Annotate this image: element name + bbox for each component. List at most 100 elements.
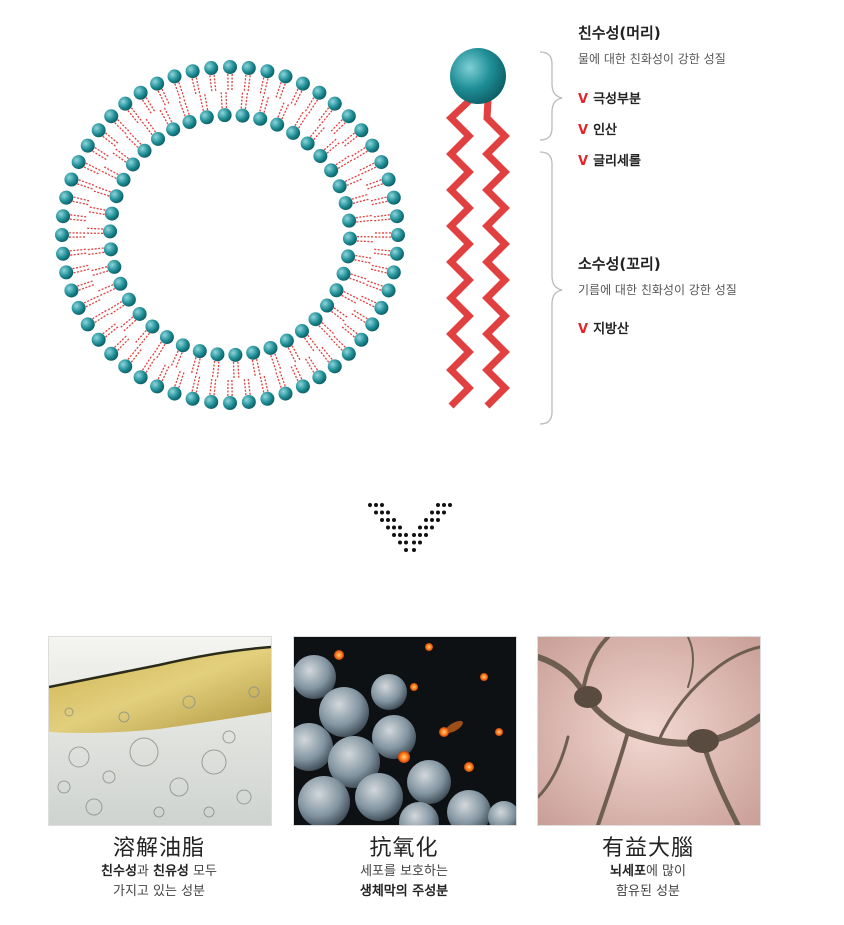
lipid-tail: [92, 309, 107, 320]
caption-line: 세포를 보호하는: [360, 864, 448, 879]
lipid-head: [336, 266, 351, 281]
lipid-head: [354, 123, 369, 138]
lipid-tail: [195, 77, 201, 94]
lipid-head: [159, 330, 174, 345]
lipid-tail: [117, 119, 130, 132]
lipid-tail: [349, 277, 365, 285]
lipid-tail: [204, 94, 209, 111]
fatty-acid-tail-left: [445, 97, 474, 409]
lipid-head: [113, 276, 128, 291]
check-icon: V: [578, 92, 589, 107]
lipid-tail: [91, 266, 108, 272]
lipid-tail: [240, 92, 244, 109]
hydrophilic-desc: 물에 대한 친화성이 강한 성질: [578, 52, 726, 66]
lipid-tail: [247, 378, 251, 395]
lipid-tail: [78, 179, 95, 186]
lipid-head: [295, 76, 310, 91]
lipid-tail: [351, 313, 366, 324]
lipid-tail: [294, 90, 303, 106]
lipid-head: [118, 96, 133, 111]
lipid-head: [389, 209, 404, 224]
lipid-tail: [351, 194, 368, 200]
caption-2: 抗氧化 세포를 보호하는 생체막의 주성분: [284, 830, 524, 902]
lipid-tail: [73, 196, 90, 202]
arrow-dot: [436, 503, 440, 507]
arrow-dot: [368, 503, 372, 507]
arrow-dot: [424, 533, 428, 537]
arrow-dot: [386, 525, 390, 530]
check-icon: V: [578, 322, 589, 337]
lipid-tail: [199, 95, 204, 111]
lipid-tail: [275, 82, 282, 98]
lipid-tail: [321, 110, 333, 124]
lipid-tail: [211, 360, 216, 378]
lipid-tail: [77, 280, 93, 287]
lipid-head: [313, 149, 328, 164]
caption-line: 친수성과 친유성 모두: [101, 864, 217, 879]
lipid-head: [150, 379, 165, 394]
lipid-tail: [259, 376, 265, 393]
lipid-tail: [87, 227, 104, 230]
lipid-tail: [105, 326, 119, 338]
lipid-tail: [152, 341, 162, 356]
lipid-head: [320, 298, 335, 313]
lipid-tail: [281, 104, 290, 120]
arrow-dot: [436, 518, 440, 522]
lipid-head: [253, 111, 268, 126]
lipid-tail: [333, 122, 346, 135]
lipid-tail: [123, 319, 137, 332]
lipid-tail: [178, 372, 185, 388]
dotted-arrow-down-icon: [368, 503, 452, 552]
lipid-tail: [195, 376, 201, 393]
lipid-head: [185, 64, 200, 79]
arrow-dot: [374, 510, 378, 515]
lipid-head: [166, 122, 181, 137]
lipid-head: [64, 283, 79, 298]
lipid-tail: [107, 300, 123, 311]
lipid-head: [294, 324, 309, 339]
lipid-tail: [120, 316, 134, 328]
lipid-head: [235, 108, 250, 123]
lipid-tail: [102, 323, 116, 335]
lipid-tail: [351, 146, 366, 157]
arrow-dot: [430, 518, 434, 522]
arrow-dot: [392, 518, 396, 522]
arrow-dot: [442, 503, 446, 507]
arrow-dot: [380, 503, 384, 507]
phospholipid-molecule: [445, 48, 510, 409]
lipid-head: [312, 85, 327, 100]
lipid-head: [133, 85, 148, 100]
lipid-tail: [125, 135, 139, 148]
arrow-dot: [448, 503, 452, 507]
lipid-head: [59, 190, 74, 205]
lipid-head: [279, 333, 294, 348]
lipid-tail: [94, 146, 109, 157]
lipid-head: [204, 394, 219, 409]
lipid-tail: [183, 99, 190, 115]
lipid-tail: [178, 82, 185, 98]
lipid-tail: [129, 132, 142, 145]
bracket-tail: [539, 151, 563, 425]
caption-line: 가지고 있는 성분: [113, 884, 205, 899]
lipid-head: [263, 340, 278, 355]
arrow-dot: [404, 548, 408, 552]
lipid-tail: [365, 179, 382, 186]
lipid-head: [246, 345, 261, 360]
arrow-dot: [412, 548, 416, 552]
lipid-head: [354, 332, 369, 347]
lipid-head: [312, 370, 327, 385]
lipid-head: [103, 242, 118, 257]
caption-line: 함유된 성분: [616, 884, 680, 899]
lipid-head: [308, 312, 323, 327]
lipid-head: [386, 265, 401, 280]
lipid-tail: [195, 358, 201, 375]
lipid-head: [133, 370, 148, 385]
lipid-tail: [145, 97, 156, 112]
lipid-head: [204, 61, 219, 76]
lipid-tail: [323, 138, 337, 151]
lipid-head: [341, 249, 356, 264]
lipid-head: [365, 317, 380, 332]
lipid-tail: [291, 345, 301, 361]
lipid-head: [217, 108, 232, 123]
lipid-head: [386, 190, 401, 205]
